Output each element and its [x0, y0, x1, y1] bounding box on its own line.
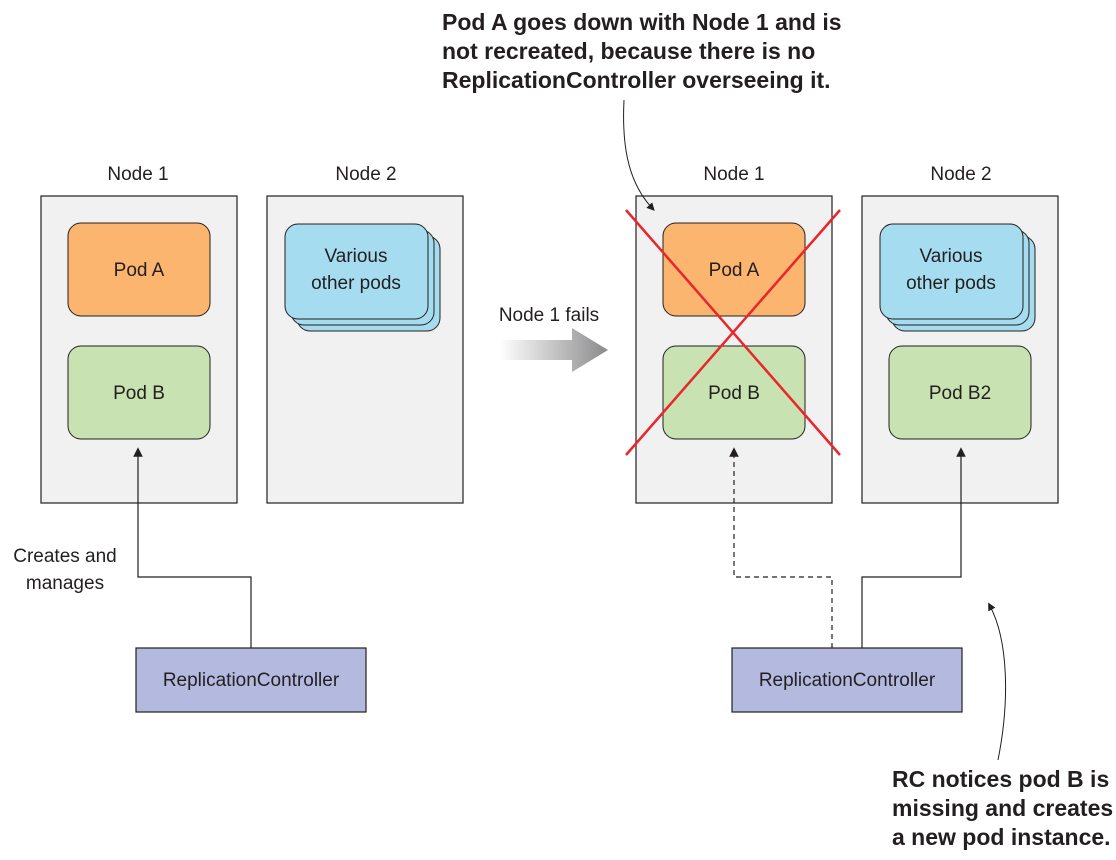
- bottom-annotation-line1: RC notices pod B is: [892, 766, 1109, 792]
- left-rc-label: ReplicationController: [163, 670, 340, 691]
- transition-label: Node 1 fails: [499, 305, 599, 326]
- creates-label-line2: manages: [26, 573, 104, 594]
- right-pod-a-label: Pod A: [709, 260, 760, 281]
- left-node1-label: Node 1: [107, 164, 168, 185]
- right-node1-label: Node 1: [703, 164, 764, 185]
- right-pod-b2-label: Pod B2: [929, 383, 991, 404]
- creates-label-line1: Creates and: [13, 546, 117, 567]
- right-rc-solid-connector: [861, 447, 966, 648]
- right-replication-controller: [731, 647, 963, 713]
- right-other-pods-line1: Various: [919, 246, 982, 267]
- left-other-pods-line1: Various: [324, 246, 387, 267]
- top-annotation-pointer: [623, 99, 655, 211]
- bottom-annotation-line2: missing and creates: [892, 795, 1113, 821]
- left-pod-a: [67, 222, 211, 317]
- transition-arrow: [500, 328, 608, 372]
- left-pod-a-label: Pod A: [114, 260, 165, 281]
- right-other-pods-front: [879, 223, 1024, 320]
- left-other-pods-front: [284, 223, 429, 320]
- left-node2-label: Node 2: [335, 164, 396, 185]
- left-rc-connector: [133, 447, 252, 648]
- right-node2-label: Node 2: [930, 164, 991, 185]
- bottom-annotation-pointer: [988, 602, 1007, 761]
- failure-cross-line2: [625, 209, 841, 456]
- right-rc-label: ReplicationController: [759, 670, 936, 691]
- top-annotation-line2: not recreated, because there is no: [442, 38, 815, 64]
- right-pod-b2: [888, 345, 1032, 440]
- right-other-pods-line2: other pods: [906, 273, 996, 294]
- right-rc-dashed-connector: [729, 447, 833, 648]
- bottom-annotation-line3: a new pod instance.: [892, 824, 1111, 850]
- left-pod-b: [67, 345, 211, 440]
- left-other-pods-line2: other pods: [311, 273, 401, 294]
- top-annotation-line1: Pod A goes down with Node 1 and is: [442, 9, 842, 35]
- left-pod-b-label: Pod B: [113, 383, 165, 404]
- right-pod-b-label: Pod B: [708, 383, 760, 404]
- right-pod-b: [662, 345, 806, 440]
- top-annotation-line3: ReplicationController overseeing it.: [442, 67, 831, 93]
- left-replication-controller: [135, 647, 367, 713]
